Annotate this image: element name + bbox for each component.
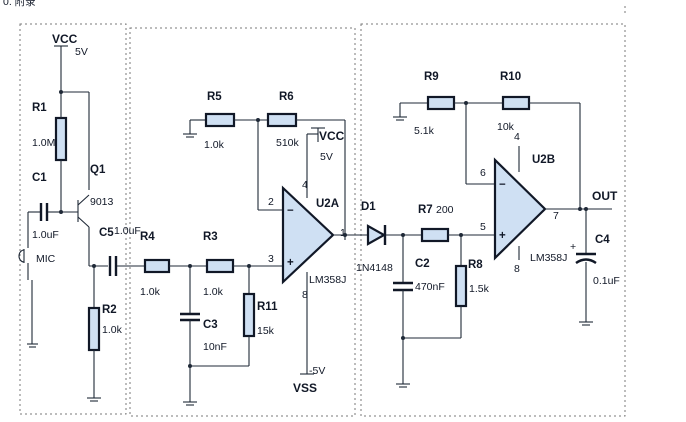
q1-ref: Q1 — [90, 164, 106, 176]
u2b-pin8: 8 — [514, 263, 520, 275]
r3-ref: R3 — [203, 231, 218, 243]
c5-value: 1.0uF — [114, 225, 141, 237]
u2a-pin3: 3 — [268, 253, 274, 265]
vss-value: -5V — [309, 365, 325, 377]
resistor-r3 — [205, 258, 235, 274]
vcc-top-label: VCC — [52, 32, 78, 46]
c1-value: 1.0uF — [32, 229, 59, 241]
r7-value: 200 — [436, 204, 454, 216]
r2-value: 1.0k — [102, 324, 123, 336]
opamp-u2b — [493, 157, 547, 261]
q1-value: 9013 — [90, 196, 114, 208]
c5-ref: C5 — [99, 227, 114, 239]
section-boxes — [19, 6, 626, 417]
u2a-plus: + — [287, 257, 294, 269]
r6-ref: R6 — [279, 91, 294, 103]
resistor-r6 — [266, 112, 298, 128]
output-label: OUT — [592, 189, 618, 203]
u2b-part: LM358J — [530, 252, 567, 264]
u2a-pin8: 8 — [302, 289, 308, 301]
microphone — [18, 212, 38, 348]
u2a-pin4: 4 — [302, 179, 308, 191]
header-fragment: 0. 附录 — [3, 0, 36, 8]
u2a-minus: − — [287, 205, 294, 217]
c4-value: 0.1uF — [593, 275, 620, 287]
r10-ref: R10 — [500, 71, 521, 83]
u2a-ref: U2A — [316, 198, 339, 210]
diode-d1 — [366, 224, 387, 246]
u2a-part: LM358J — [309, 274, 346, 286]
u2b-pin4: 4 — [514, 131, 520, 143]
c2-value: 470nF — [415, 281, 445, 293]
r4-value: 1.0k — [140, 286, 161, 298]
r7-ref: R7 — [418, 204, 433, 216]
u2b-pin6: 6 — [480, 167, 486, 179]
r10-value: 10k — [497, 121, 515, 133]
u2a-vcc-label: VCC — [319, 129, 345, 143]
resistor-r5 — [204, 112, 236, 128]
section-u2b-stage: D1 1N4148 R7 200 C2 470nF R8 1.5k R9 — [356, 71, 620, 388]
u2b-ref: U2B — [532, 154, 555, 166]
d1-value: 1N4148 — [356, 262, 393, 274]
r8-value: 1.5k — [469, 283, 490, 295]
resistor-r11 — [242, 292, 256, 338]
r4-ref: R4 — [140, 231, 155, 243]
section-u2a-amplifier: R4 1.0k R3 1.0k C3 10nF R11 15k R5 1 — [117, 91, 368, 406]
c4-ref: C4 — [595, 234, 610, 246]
resistor-r10 — [501, 95, 531, 111]
resistor-r8 — [454, 264, 468, 308]
u2b-pin5: 5 — [480, 221, 486, 233]
r9-ref: R9 — [424, 71, 439, 83]
resistor-r1 — [54, 116, 68, 162]
resistor-r2 — [87, 306, 101, 352]
u2a-vcc-value: 5V — [320, 151, 333, 163]
u2b-pin7: 7 — [553, 210, 559, 222]
r1-value: 1.0M — [32, 137, 55, 149]
opamp-u2a — [281, 185, 335, 285]
resistor-r7 — [420, 227, 450, 243]
u2a-pin2: 2 — [268, 196, 274, 208]
r1-ref: R1 — [32, 102, 47, 114]
resistor-r4 — [143, 258, 171, 274]
r6-value: 510k — [276, 137, 300, 149]
c1-ref: C1 — [32, 172, 47, 184]
u2b-minus: − — [499, 179, 506, 191]
vss-label: VSS — [293, 381, 317, 395]
c3-ref: C3 — [203, 319, 218, 331]
r5-ref: R5 — [207, 91, 222, 103]
c2-ref: C2 — [415, 258, 430, 270]
c3-value: 10nF — [203, 341, 227, 353]
u2b-plus: + — [499, 230, 506, 242]
r9-value: 5.1k — [414, 125, 435, 137]
transistor-q1 — [61, 194, 90, 266]
vcc-top-value: 5V — [75, 46, 88, 58]
r5-value: 1.0k — [204, 139, 225, 151]
r11-ref: R11 — [257, 301, 278, 313]
resistor-r9 — [426, 95, 456, 111]
r11-value: 15k — [257, 325, 275, 337]
mic-label: MIC — [36, 253, 56, 265]
r2-ref: R2 — [102, 304, 117, 316]
r8-ref: R8 — [468, 259, 483, 271]
u2a-pin1: 1 — [340, 227, 346, 239]
d1-ref: D1 — [361, 201, 376, 213]
c4-plus: + — [570, 241, 576, 253]
section-mic-preamp: VCC 5V R1 1.0M Q1 9013 C1 1.0uF — [18, 32, 141, 402]
r3-value: 1.0k — [203, 286, 224, 298]
